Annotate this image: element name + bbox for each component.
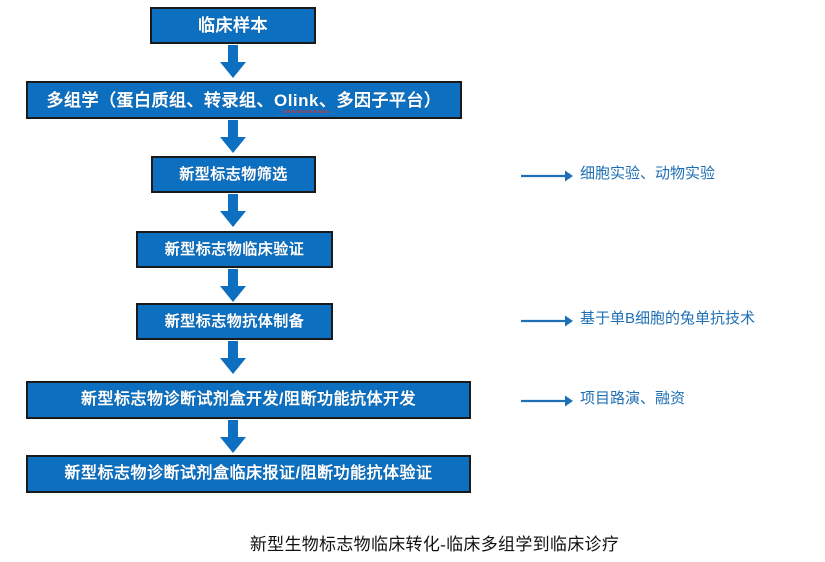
annotation-cell-animal-experiment: 细胞实验、动物实验 [580, 165, 716, 182]
down-block-arrow-icon [218, 194, 248, 228]
down-block-arrow-icon [218, 420, 248, 454]
down-block-arrow-icon [218, 269, 248, 303]
flow-node-label: 新型标志物抗体制备 [164, 313, 305, 330]
flow-node-marker-screening[interactable]: 新型标志物筛选 [151, 156, 316, 193]
flow-node-clinical-sample[interactable]: 临床样本 [150, 7, 316, 44]
flow-node-label: 新型标志物诊断试剂盒开发/阻断功能抗体开发 [81, 391, 416, 408]
diagram-caption: 新型生物标志物临床转化-临床多组学到临床诊疗 [0, 530, 825, 555]
right-arrow-icon [521, 314, 573, 328]
flow-node-label: 新型标志物诊断试剂盒临床报证/阻断功能抗体验证 [64, 465, 433, 482]
flow-node-label: 新型标志物筛选 [179, 166, 288, 183]
flow-node-label: 新型标志物临床验证 [164, 241, 305, 258]
right-arrow-icon [521, 394, 573, 408]
annotation-single-b-cell-antibody: 基于单B细胞的兔单抗技术 [580, 310, 756, 327]
down-block-arrow-icon [218, 341, 248, 375]
flow-node-antibody-preparation[interactable]: 新型标志物抗体制备 [136, 303, 333, 340]
diagram-caption-text: 新型生物标志物临床转化-临床多组学到临床诊疗 [249, 535, 620, 554]
flow-node-label: 多组学（蛋白质组、转录组、Olink、多因子平台） [46, 90, 442, 110]
flow-node-kit-registration[interactable]: 新型标志物诊断试剂盒临床报证/阻断功能抗体验证 [26, 455, 471, 493]
flow-node-kit-development[interactable]: 新型标志物诊断试剂盒开发/阻断功能抗体开发 [26, 381, 471, 419]
down-block-arrow-icon [218, 120, 248, 154]
annotation-roadshow-financing: 项目路演、融资 [580, 390, 686, 407]
flow-node-clinical-validation[interactable]: 新型标志物临床验证 [136, 231, 333, 268]
down-block-arrow-icon [218, 45, 248, 79]
spellcheck-underline-icon [282, 110, 329, 113]
flow-node-label: 临床样本 [198, 16, 268, 35]
flow-node-multi-omics[interactable]: 多组学（蛋白质组、转录组、Olink、多因子平台） [26, 81, 462, 119]
right-arrow-icon [521, 169, 573, 183]
